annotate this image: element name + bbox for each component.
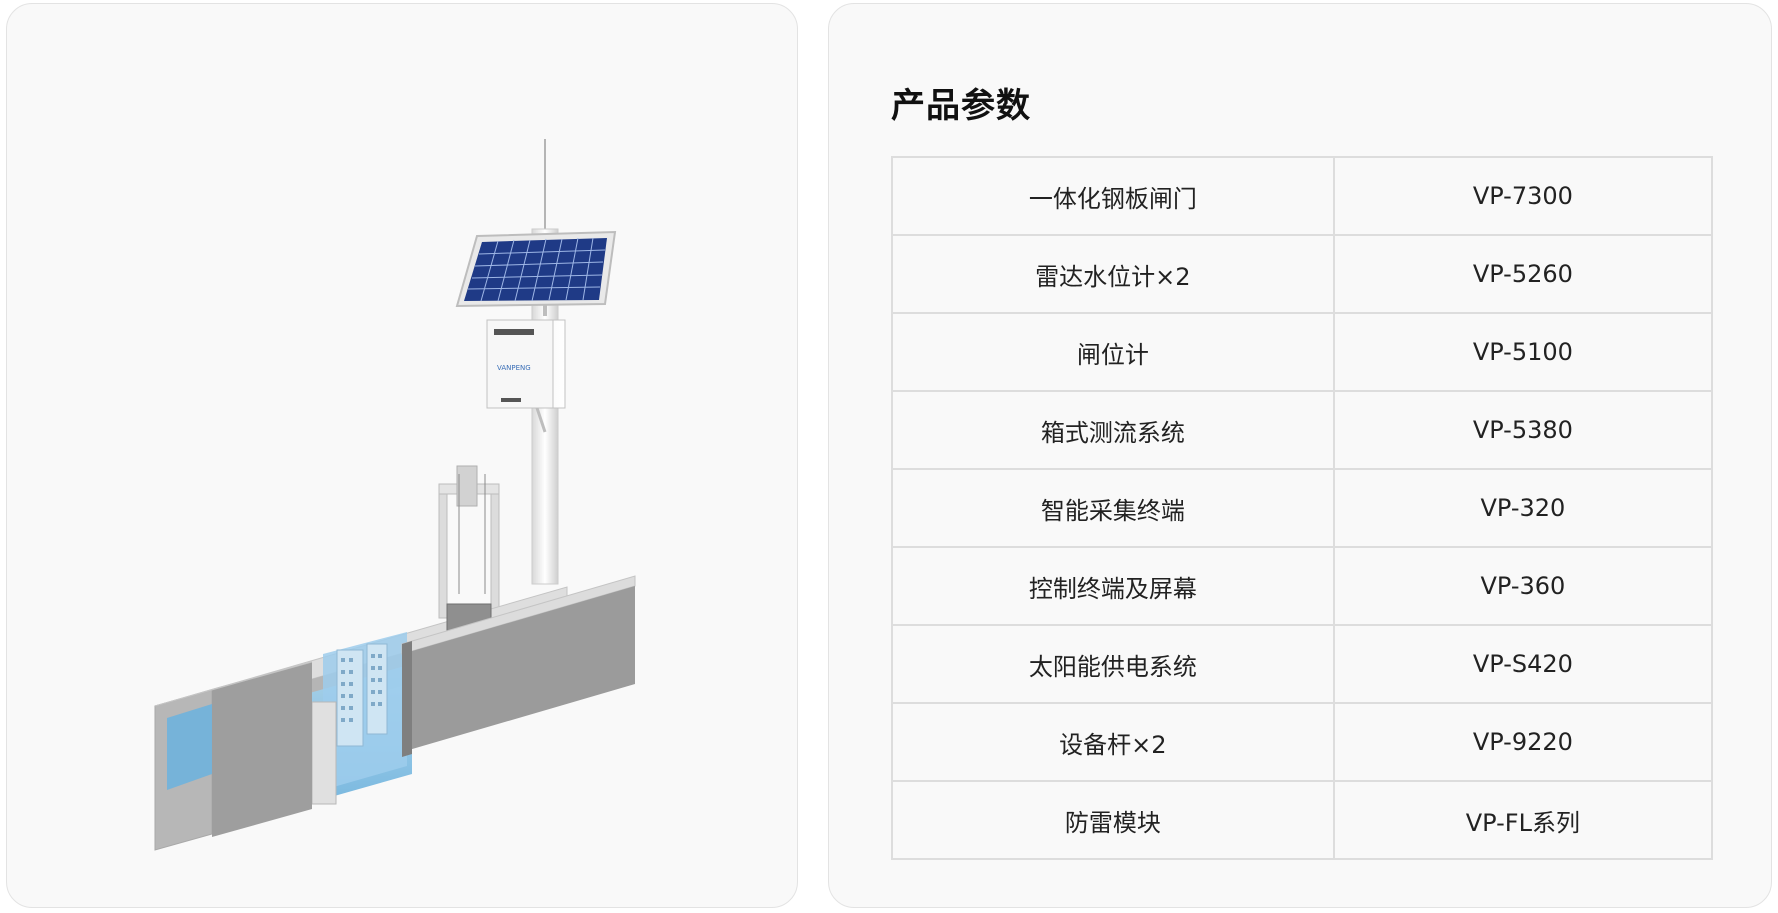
param-name-cell: 设备杆×2 — [891, 702, 1335, 782]
table-row: 控制终端及屏幕 VP-360 — [891, 546, 1714, 626]
solar-panel — [455, 230, 617, 316]
param-name-cell: 控制终端及屏幕 — [891, 546, 1335, 626]
table-row: 雷达水位计×2 VP-5260 — [891, 234, 1714, 314]
params-table: 一体化钢板闸门 VP-7300 雷达水位计×2 VP-5260 闸位计 VP-5… — [891, 156, 1714, 860]
table-row: 箱式测流系统 VP-5380 — [891, 390, 1714, 470]
param-name-cell: 箱式测流系统 — [891, 390, 1335, 470]
params-table-body: 一体化钢板闸门 VP-7300 雷达水位计×2 VP-5260 闸位计 VP-5… — [891, 156, 1714, 860]
table-row: 一体化钢板闸门 VP-7300 — [891, 156, 1714, 236]
table-row: 闸位计 VP-5100 — [891, 312, 1714, 392]
table-row: 智能采集终端 VP-320 — [891, 468, 1714, 548]
product-illustration: VANPENG — [154, 139, 636, 851]
enclosure-brand: VANPENG — [497, 364, 531, 372]
table-row: 防雷模块 VP-FL系列 — [891, 780, 1714, 860]
channel-front-left-block — [154, 661, 313, 851]
table-row: 太阳能供电系统 VP-S420 — [891, 624, 1714, 704]
params-title: 产品参数 — [891, 86, 1031, 126]
param-name-cell: 闸位计 — [891, 312, 1335, 392]
param-name-cell: 雷达水位计×2 — [891, 234, 1335, 314]
channel-front-right-wall — [401, 575, 636, 757]
control-enclosure: VANPENG — [486, 319, 566, 433]
table-row: 设备杆×2 VP-9220 — [891, 702, 1714, 782]
param-name-cell: 智能采集终端 — [891, 468, 1335, 548]
gate-hoist-frame — [438, 465, 500, 619]
param-model-cell: VP-320 — [1332, 468, 1714, 548]
param-model-cell: VP-5380 — [1332, 390, 1714, 470]
product-params-card: 产品参数 一体化钢板闸门 VP-7300 雷达水位计×2 VP-5260 闸位计… — [828, 3, 1772, 908]
param-model-cell: VP-360 — [1332, 546, 1714, 626]
param-model-cell: VP-5100 — [1332, 312, 1714, 392]
param-name-cell: 一体化钢板闸门 — [891, 156, 1335, 236]
param-model-cell: VP-9220 — [1332, 702, 1714, 782]
param-model-cell: VP-7300 — [1332, 156, 1714, 236]
param-model-cell: VP-S420 — [1332, 624, 1714, 704]
param-name-cell: 太阳能供电系统 — [891, 624, 1335, 704]
param-model-cell: VP-5260 — [1332, 234, 1714, 314]
gate-grilles — [311, 643, 388, 805]
param-model-cell: VP-FL系列 — [1332, 780, 1714, 860]
product-image-card: VANPENG — [6, 3, 798, 908]
param-name-cell: 防雷模块 — [891, 780, 1335, 860]
